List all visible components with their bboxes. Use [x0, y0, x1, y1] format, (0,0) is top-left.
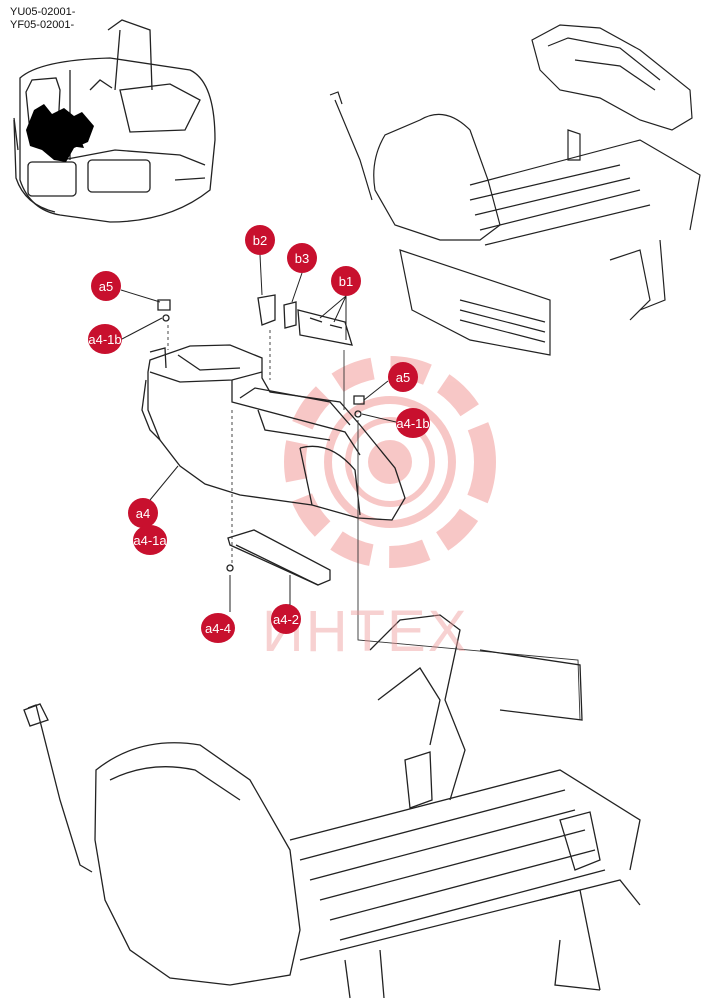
assembly-guide-lines [167, 325, 581, 721]
callout-b3[interactable]: b3 [287, 243, 317, 273]
overview-highlight-detail [70, 132, 84, 148]
callout-a4-1a[interactable]: a4-1a [133, 525, 167, 555]
callout-a4-2[interactable]: a4-2 [271, 604, 301, 634]
callout-a4[interactable]: a4 [128, 498, 158, 528]
callout-a5-right[interactable]: a5 [388, 362, 418, 392]
seat-assembly-bottom-view [23, 614, 641, 999]
overview-highlight-shape [26, 104, 94, 162]
callout-a4-1b-top[interactable]: a4-1b [88, 324, 122, 354]
serial-range-2: YF05-02001- [10, 19, 75, 31]
callout-a4-4[interactable]: a4-4 [201, 613, 235, 643]
callout-a4-1b-right[interactable]: a4-1b [396, 408, 430, 438]
console-cover-exploded [141, 294, 406, 586]
callout-b1[interactable]: b1 [331, 266, 361, 296]
callout-b2[interactable]: b2 [245, 225, 275, 255]
excavator-overview-image [13, 19, 216, 223]
callout-a5-top[interactable]: a5 [91, 271, 121, 301]
serial-range-1: YU05-02001- [10, 6, 76, 18]
seat-assembly-top-view [329, 24, 701, 356]
